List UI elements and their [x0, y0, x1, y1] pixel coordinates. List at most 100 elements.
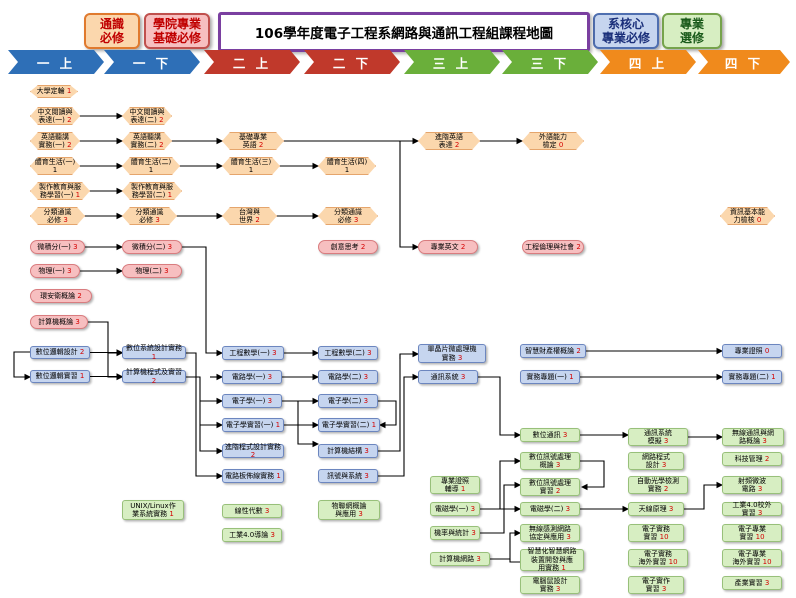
course-b7: 創意思考 2 — [318, 240, 378, 254]
link — [378, 373, 420, 477]
link — [284, 140, 420, 251]
semester-1: 一 上 — [8, 50, 104, 74]
course-e20: 電子實務 實習 10 — [628, 524, 684, 542]
semester-3: 二 上 — [204, 50, 300, 74]
course-g7: 進階英語 表達 2 — [418, 132, 480, 150]
course-e14: 智慧化智慧網路 裝置開發與應 用實務 1 — [520, 547, 584, 572]
course-e1: UNIX/Linux作 業系統實務 1 — [122, 500, 184, 520]
course-g13: 製作教育與服 務學習(一) 1 — [30, 182, 90, 200]
course-e15: 電腦鼠設計 實務 3 — [520, 576, 580, 594]
course-c9: 電子學(一) 3 — [222, 394, 282, 408]
course-e17: 網路程式 設計 3 — [628, 452, 684, 470]
course-g11: 體育生活(三) 1 — [222, 157, 280, 175]
course-b9: 工程倫理與社會 2 — [522, 240, 584, 254]
course-c6: 工程數學(二) 3 — [318, 346, 378, 360]
course-e11: 數位訊號處理 實習 2 — [520, 478, 580, 496]
course-e7: 機率與統計 3 — [430, 526, 480, 540]
course-g6: 基礎專業 英語 2 — [222, 132, 284, 150]
link — [480, 481, 522, 534]
semester-5: 三 上 — [404, 50, 500, 74]
course-c2: 數位邏輯實習 1 — [30, 370, 90, 383]
course-g16: 分類通識 必修 3 — [122, 207, 177, 225]
course-b3: 物理(一) 3 — [30, 264, 80, 278]
course-c17: 單晶片微處理機 實務 3 — [418, 344, 486, 363]
course-e22: 電子實作 實習 3 — [628, 576, 684, 594]
course-c16: 訊號與系統 3 — [318, 469, 378, 483]
legend-core: 系核心 專業必修 — [593, 13, 659, 49]
link — [88, 321, 124, 357]
course-c14: 電路板佈線實務 1 — [222, 469, 284, 483]
course-e6: 電磁學(一) 3 — [430, 502, 480, 516]
course-e4: 物聯網概論 與應用 3 — [318, 500, 380, 520]
course-g18: 分類通識 必修 3 — [318, 207, 378, 225]
legend-college: 學院專業 基礎必修 — [144, 13, 210, 49]
semester-8: 四 下 — [698, 50, 790, 74]
course-c11: 電子學實習(一) 1 — [222, 418, 284, 432]
link — [378, 400, 397, 429]
link — [282, 400, 320, 448]
course-e9: 數位通訊 3 — [520, 428, 580, 442]
course-g19: 資訊基本能 力檢核 0 — [720, 207, 775, 225]
course-c19: 智慧財產權概論 2 — [520, 344, 586, 358]
page-title: 106學年度電子工程系網路與通訊工程組課程地圖 — [218, 12, 590, 52]
link — [186, 376, 224, 455]
link — [182, 246, 224, 357]
course-e5: 專業證照 輔導 1 — [430, 476, 480, 494]
course-b1: 微積分(一) 3 — [30, 240, 85, 254]
legend-general: 通識 必修 — [84, 13, 140, 49]
course-c21: 專業證照 0 — [722, 344, 782, 358]
course-c10: 電子學(二) 3 — [318, 394, 378, 408]
course-c20: 實務專題(一) 1 — [520, 370, 580, 384]
course-e21: 電子實務 海外實習 10 — [628, 549, 688, 567]
semester-6: 三 下 — [502, 50, 598, 74]
course-e3: 工業4.0導論 3 — [222, 528, 282, 542]
course-g4: 英語聽講 實務(一) 2 — [30, 132, 80, 150]
course-c5: 工程數學(一) 3 — [222, 346, 284, 360]
course-g1: 大學定輪 1 — [30, 85, 78, 98]
course-e23: 無線通訊與網 路概論 3 — [722, 428, 784, 446]
link — [107, 353, 124, 381]
course-c13: 進階程式設計實務 2 — [222, 443, 284, 459]
link — [490, 529, 522, 560]
course-g9: 體育生活(一) 1 — [30, 157, 80, 175]
course-e24: 科技管理 2 — [722, 452, 782, 466]
course-e16: 通訊系統 模擬 3 — [628, 428, 688, 446]
course-c15: 計算機結構 3 — [318, 444, 378, 458]
course-c7: 電路學(一) 3 — [222, 370, 282, 384]
course-g8: 外語能力 檢定 0 — [522, 132, 584, 150]
course-g5: 英語聽講 實務(二) 2 — [122, 132, 172, 150]
course-c3: 數位系統設計實務 1 — [122, 344, 186, 361]
course-c22: 實務專題(二) 1 — [722, 370, 782, 384]
link — [378, 350, 420, 452]
course-g15: 分類通識 必修 3 — [30, 207, 85, 225]
course-b8: 專業英文 2 — [418, 240, 478, 254]
legend-elective: 專業 選修 — [662, 13, 722, 49]
course-e18: 自動光學檢測 實務 2 — [628, 476, 688, 494]
course-g10: 體育生活(二) 1 — [122, 157, 180, 175]
course-c18: 通訊系統 3 — [418, 370, 478, 384]
course-b4: 物理(二) 3 — [122, 264, 182, 278]
course-e2: 線性代數 3 — [222, 504, 282, 518]
course-c1: 數位邏輯設計 2 — [30, 346, 90, 359]
link — [684, 481, 724, 510]
course-g2: 中文閱讀與 表達(一) 2 — [30, 107, 80, 125]
course-e12: 電磁學(二) 3 — [520, 502, 580, 516]
course-c12: 電子學實習(二) 1 — [318, 418, 380, 432]
course-c8: 電路學(二) 3 — [318, 370, 378, 384]
course-e28: 電子專業 海外實習 10 — [722, 549, 782, 567]
link — [509, 559, 520, 563]
semester-2: 一 下 — [104, 50, 200, 74]
course-c4: 計算機程式及實習 2 — [122, 368, 186, 385]
course-e27: 電子專業 實習 10 — [722, 524, 782, 542]
course-e8: 計算機網路 3 — [430, 552, 490, 566]
course-g14: 製作教育與服 務學習(二) 1 — [122, 182, 182, 200]
course-g3: 中文閱讀與 表達(二) 2 — [122, 107, 172, 125]
semester-7: 四 上 — [600, 50, 696, 74]
course-e25: 射頻微波 電路 3 — [722, 476, 782, 494]
course-e29: 產業實習 3 — [722, 576, 782, 590]
course-e26: 工業4.0校外 實習 3 — [722, 501, 782, 517]
course-g12: 體育生活(四) 1 — [318, 157, 376, 175]
link — [478, 376, 522, 439]
